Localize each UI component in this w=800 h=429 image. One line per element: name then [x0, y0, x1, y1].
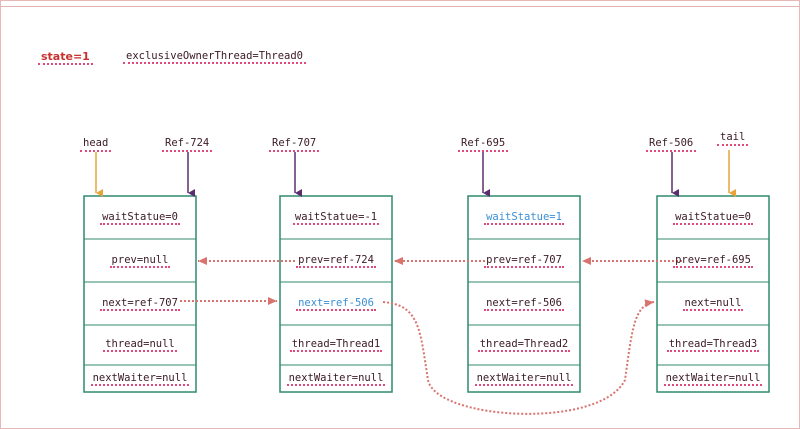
- node-box-1: [279, 195, 393, 393]
- ref-707-label: Ref-707: [269, 136, 320, 152]
- next-waiter-field: nextWaiter=null: [286, 371, 386, 386]
- node-box-0: [83, 195, 197, 393]
- next-field: next=null: [682, 296, 744, 311]
- thread-field: thread=Thread2: [477, 338, 571, 352]
- ref-506-label: Ref-506: [646, 136, 697, 152]
- ref-695-label: Ref-695: [458, 136, 509, 152]
- exclusive-owner-thread-label: exclusiveOwnerThread=Thread0: [123, 50, 307, 64]
- prev-field: prev=null: [109, 253, 171, 268]
- next-field: next=ref-506: [296, 296, 376, 311]
- prev-field: prev=ref-707: [484, 253, 564, 268]
- frame-top-line: [0, 6, 800, 7]
- next-field: next=ref-707: [100, 296, 180, 311]
- prev-field: prev=ref-724: [296, 253, 376, 268]
- head-label: head: [80, 136, 112, 152]
- wait-status-field: waitStatue=-1: [292, 210, 380, 225]
- thread-field: thread=null: [103, 338, 177, 352]
- prev-field: prev=ref-695: [673, 253, 753, 268]
- ref-724-label: Ref-724: [162, 136, 213, 152]
- thread-field: thread=Thread3: [666, 338, 760, 352]
- next-waiter-field: nextWaiter=null: [90, 371, 190, 386]
- node-box-2: [467, 195, 581, 393]
- next-field: next=ref-506: [484, 296, 564, 311]
- thread-field: thread=Thread1: [289, 338, 383, 352]
- next-link-1: [382, 299, 655, 415]
- wait-status-field: waitStatue=1: [484, 210, 564, 225]
- wait-status-field: waitStatue=0: [673, 210, 753, 225]
- next-waiter-field: nextWaiter=null: [474, 371, 574, 386]
- wait-status-field: waitStatue=0: [100, 210, 180, 225]
- next-waiter-field: nextWaiter=null: [663, 371, 763, 386]
- node-box-3: [656, 195, 770, 393]
- state-label: state=1: [38, 50, 93, 65]
- tail-label: tail: [717, 130, 749, 146]
